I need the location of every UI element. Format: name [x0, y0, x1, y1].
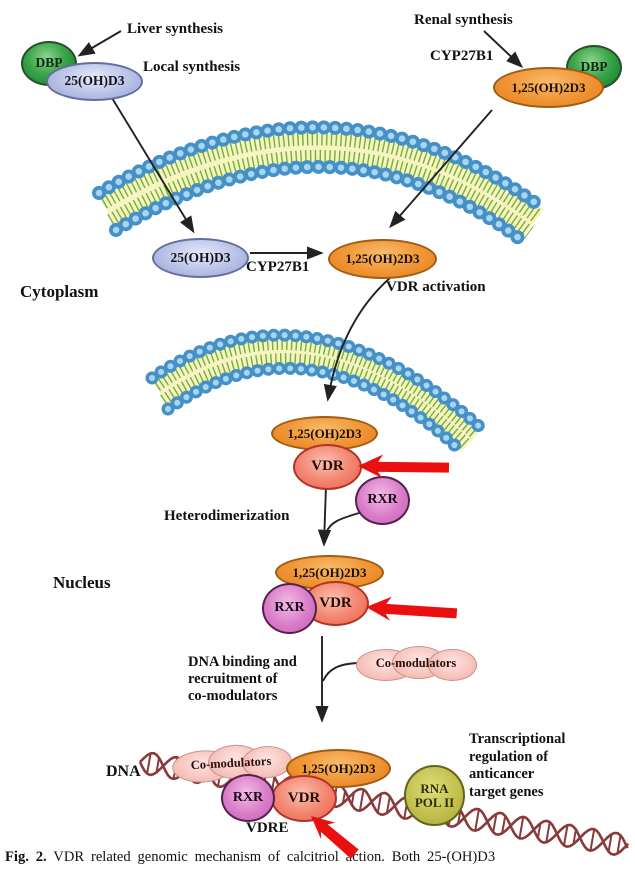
caption-text: VDR related genomic mechanism of calcitr… — [46, 849, 496, 865]
25ohd3-ellipse-liver: 25(OH)D3 — [46, 62, 143, 101]
comodulators-group-free: Co-modulators — [356, 646, 477, 681]
cyp27b1-mid-label: CYP27B1 — [246, 259, 310, 275]
arrow-25ohd3-into-cell — [111, 97, 195, 234]
cell-membrane — [92, 120, 548, 249]
connector-comodulators-join — [322, 662, 358, 682]
rna-pol-label-line2: POL II — [414, 794, 455, 810]
calcitriol-label: 1,25(OH)2D3 — [345, 251, 420, 267]
connector-rxr-join — [325, 511, 363, 534]
comodulators-label: Co-modulators — [375, 656, 457, 670]
dna-binding-label: DNA binding and recruitment of co-modula… — [188, 654, 297, 705]
comodulator-ellipse — [428, 649, 477, 681]
transcription-line3: anticancer — [469, 766, 535, 782]
vdr-ellipse-1: VDR — [293, 444, 362, 490]
rxr-ellipse-1: RXR — [355, 476, 410, 525]
rxr-ellipse-2: RXR — [262, 583, 317, 634]
figure-caption: Fig. 2. VDR related genomic mechanism of… — [5, 849, 632, 866]
nucleus-label: Nucleus — [53, 573, 111, 592]
rxr-label: RXR — [367, 492, 398, 508]
25ohd3-label: 25(OH)D3 — [64, 73, 125, 89]
transcription-line2: regulation of — [469, 748, 549, 765]
rxr-label: RXR — [274, 600, 305, 616]
vdr-ellipse-3: VDR — [271, 775, 337, 822]
local-synthesis-label: Local synthesis — [143, 59, 241, 75]
caption-prefix: Fig. 2. — [5, 849, 47, 865]
arrow-liver-synthesis-pointer — [77, 30, 122, 57]
dna-binding-line1: DNA binding and — [188, 654, 297, 670]
cyp27b1-top-label: CYP27B1 — [430, 48, 494, 64]
vdre-label: VDRE — [246, 820, 289, 836]
rna-pol-label-line1: RNA — [420, 780, 449, 796]
transcription-label: Transcriptional regulation of anticancer… — [469, 731, 565, 801]
dna-binding-line2: recruitment of — [188, 671, 278, 687]
rxr-label: RXR — [232, 789, 264, 805]
red-arrow-vdr2 — [366, 596, 458, 621]
calcitriol-label: 1,25(OH)2D3 — [292, 564, 367, 580]
25ohd3-ellipse-cytoplasm: 25(OH)D3 — [152, 238, 249, 278]
arrow-calcitriol-into-cell — [389, 109, 493, 229]
red-arrow-vdr1 — [358, 454, 450, 479]
dna-binding-line3: co-modulators — [188, 688, 278, 704]
transcription-line1: Transcriptional — [469, 731, 566, 747]
arrow-heterodimerization — [317, 485, 332, 547]
25ohd3-label: 25(OH)D3 — [170, 249, 231, 265]
vdr-label: VDR — [319, 594, 352, 611]
vdr-activation-label: VDR activation — [386, 279, 486, 295]
rna-pol-ii-circle: RNA POL II — [404, 765, 465, 826]
vdr-label: VDR — [311, 458, 344, 475]
calcitriol-label: 1,25(OH)2D3 — [301, 760, 376, 776]
dbp-label: DBP — [580, 59, 608, 75]
calcitriol-label: 1,25(OH)2D3 — [287, 425, 362, 441]
arrow-into-nucleus — [323, 276, 392, 402]
renal-synthesis-label: Renal synthesis — [414, 12, 513, 28]
vdr-label: VDR — [287, 789, 321, 806]
calcitriol-ellipse-renal: 1,25(OH)2D3 — [493, 67, 604, 108]
calcitriol-label: 1,25(OH)2D3 — [511, 79, 586, 95]
transcription-line4: target genes — [469, 783, 544, 800]
rxr-ellipse-3: RXR — [221, 774, 275, 822]
dbp-label: DBP — [35, 55, 63, 71]
dna-label: DNA — [106, 763, 141, 780]
calcitriol-ellipse-cytoplasm: 1,25(OH)2D3 — [328, 239, 437, 279]
heterodimerization-label: Heterodimerization — [164, 508, 290, 524]
cytoplasm-label: Cytoplasm — [20, 282, 99, 301]
liver-synthesis-label: Liver synthesis — [127, 21, 223, 37]
